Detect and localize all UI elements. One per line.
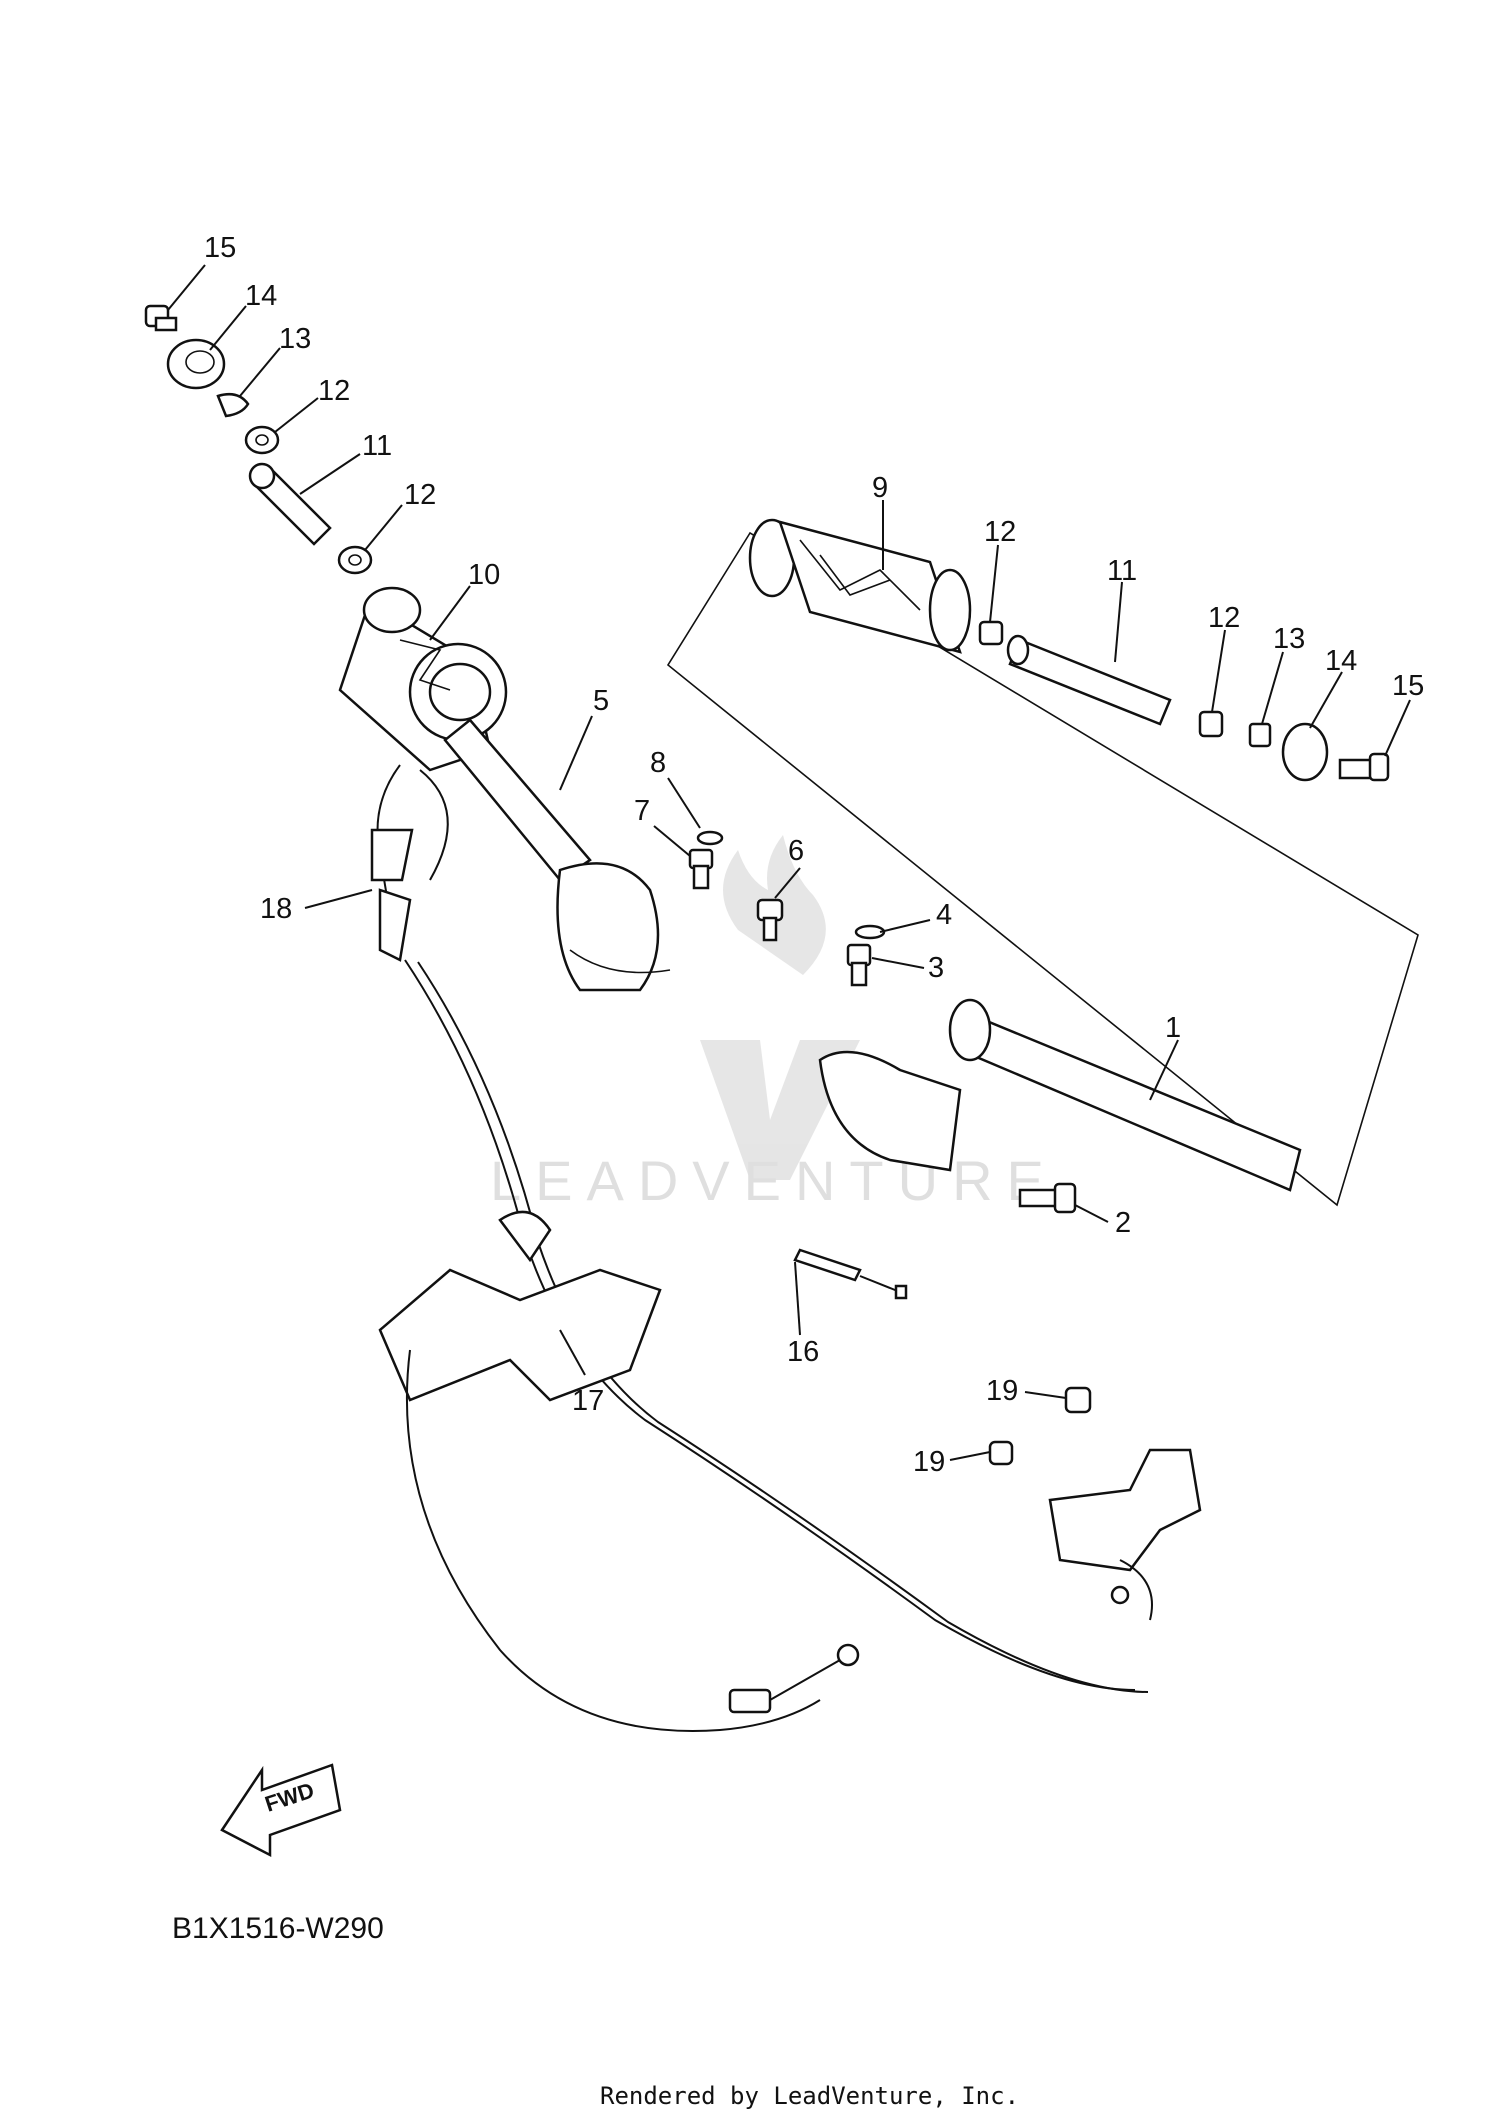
callout-6: 6 bbox=[788, 835, 804, 867]
diagram-code: B1X1516-W290 bbox=[172, 1912, 384, 1945]
bolt-19-upper bbox=[1064, 1386, 1092, 1414]
watermark-text: LEADVENTURE bbox=[490, 1149, 1058, 1212]
callout-12-right-bottom: 12 bbox=[1208, 602, 1240, 634]
bolt-15-right bbox=[1338, 752, 1390, 782]
callout-14-left: 14 bbox=[245, 280, 277, 312]
handlebar-1-right bbox=[818, 998, 1302, 1192]
bolt-6 bbox=[756, 898, 784, 942]
callout-11-right: 11 bbox=[1107, 555, 1137, 587]
throttle-grip-10 bbox=[338, 586, 508, 772]
callout-12-left-bottom: 12 bbox=[404, 479, 436, 511]
bolt-19-lower bbox=[988, 1440, 1014, 1466]
cable-bracket-17 bbox=[378, 1210, 662, 1402]
footer-credit: Rendered by LeadVenture, Inc. bbox=[600, 2082, 1019, 2110]
grip-9 bbox=[748, 518, 972, 654]
throttle-cable-18 bbox=[370, 764, 1149, 1693]
callout-10: 10 bbox=[468, 559, 500, 591]
callout-1: 1 bbox=[1165, 1012, 1181, 1044]
shaft-11-left bbox=[248, 462, 332, 546]
bar-end-weight-14-right bbox=[1281, 722, 1329, 782]
callout-5: 5 bbox=[593, 685, 609, 717]
callout-3: 3 bbox=[928, 952, 944, 984]
washer-4 bbox=[854, 924, 886, 940]
nut-12-left-bottom bbox=[337, 545, 373, 575]
callout-18: 18 bbox=[260, 893, 292, 925]
callout-16: 16 bbox=[787, 1336, 819, 1368]
callout-15-left: 15 bbox=[204, 232, 236, 264]
callout-17: 17 bbox=[572, 1385, 604, 1417]
callout-2: 2 bbox=[1115, 1207, 1131, 1239]
clip-13-right bbox=[1248, 722, 1272, 748]
handlebar-5-left bbox=[443, 718, 671, 992]
callout-15-right: 15 bbox=[1392, 670, 1424, 702]
bolt-15-left bbox=[144, 304, 178, 332]
callout-11-left: 11 bbox=[362, 430, 392, 462]
callout-14-right: 14 bbox=[1325, 645, 1357, 677]
lower-bracket bbox=[1048, 1448, 1202, 1621]
callout-13-right: 13 bbox=[1273, 623, 1305, 655]
fwd-arrow-icon: FWD bbox=[220, 1763, 342, 1858]
v-logo-icon bbox=[700, 1040, 860, 1180]
callout-19-upper: 19 bbox=[986, 1375, 1018, 1407]
callout-12-left-top: 12 bbox=[318, 375, 350, 407]
washer-8 bbox=[696, 830, 724, 846]
nut-12-right-bottom bbox=[1198, 710, 1224, 738]
shaft-11-right bbox=[1006, 634, 1172, 726]
callout-7: 7 bbox=[634, 795, 650, 827]
clip-13-left bbox=[216, 393, 250, 418]
callout-8: 8 bbox=[650, 747, 666, 779]
bolt-3 bbox=[846, 943, 872, 987]
callout-13-left: 13 bbox=[279, 323, 311, 355]
long-cable-loop bbox=[405, 1349, 821, 1732]
callout-9: 9 bbox=[872, 472, 888, 504]
callout-12-right-top: 12 bbox=[984, 516, 1016, 548]
cable-end-16 bbox=[793, 1248, 908, 1300]
cable-adjuster bbox=[728, 1643, 860, 1714]
bolt-2 bbox=[1018, 1182, 1077, 1214]
exploded-group-frame bbox=[666, 531, 1419, 1207]
callout-4: 4 bbox=[936, 899, 952, 931]
nut-12-left-top bbox=[244, 425, 280, 455]
bar-end-weight-14-left bbox=[166, 338, 226, 390]
callout-19-lower: 19 bbox=[913, 1446, 945, 1478]
callouts: 15 14 13 12 11 12 10 9 12 11 12 13 14 15… bbox=[167, 232, 1424, 1478]
nut-12-right-top bbox=[978, 620, 1004, 646]
bolt-7 bbox=[688, 848, 714, 890]
